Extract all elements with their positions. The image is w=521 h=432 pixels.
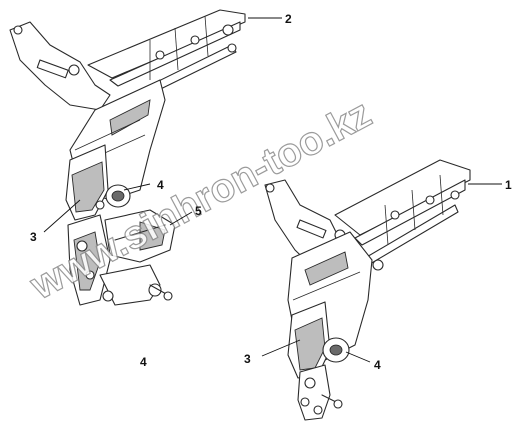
leader-3-right	[261, 339, 301, 357]
callout-2: 2	[285, 12, 292, 26]
callout-3-right: 3	[244, 352, 251, 366]
callout-3-left: 3	[30, 230, 37, 244]
left-plate-slot	[36, 59, 69, 79]
callout-4-left: 4	[157, 178, 164, 192]
left-lower-clamp	[67, 214, 173, 306]
callout-4-bottom: 4	[140, 355, 147, 369]
left-arm-slot	[109, 99, 151, 136]
right-lower-clamp	[297, 364, 343, 421]
leader-4-right	[345, 351, 371, 363]
left-frame-rails	[87, 9, 246, 107]
callout-5: 5	[195, 204, 202, 218]
left-mounting-plate	[9, 21, 111, 111]
right-pivot-bushing	[322, 337, 350, 363]
left-pivot-bushing	[95, 184, 131, 210]
callout-4-right: 4	[374, 358, 381, 372]
leader-4-left	[123, 183, 151, 191]
callout-1: 1	[505, 178, 512, 192]
right-frame-rails	[334, 159, 471, 265]
left-bolt	[13, 25, 23, 35]
leader-3-left	[43, 199, 81, 233]
leader-5	[169, 211, 193, 226]
right-assembly	[264, 159, 471, 421]
left-assembly	[9, 9, 246, 306]
leader-lines	[43, 17, 502, 363]
left-bolt	[68, 64, 80, 76]
